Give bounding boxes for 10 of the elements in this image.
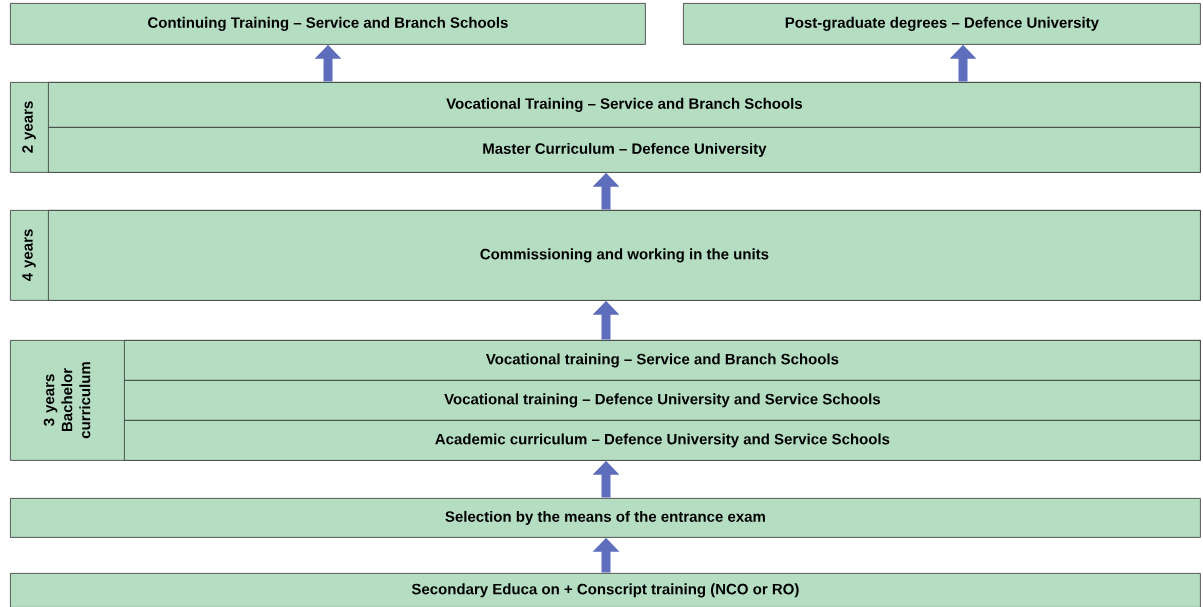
band-box: Selection by the means of the entrance exam — [10, 498, 1201, 538]
band-box: Vocational training – Service and Branch Schools — [124, 340, 1201, 381]
band-box: Commissioning and working in the units — [48, 210, 1201, 301]
band-box: Continuing Training – Service and Branch Schools — [10, 3, 646, 45]
band-box: Post-graduate degrees – Defence University — [683, 3, 1201, 45]
band-box: Academic curriculum – Defence University and Service Schools — [124, 420, 1201, 461]
band-box: Secondary Educa on + Conscript training (NCO or RO) — [10, 573, 1201, 607]
band-box: Vocational Training – Service and Branch Schools — [48, 82, 1201, 128]
band-box: Vocational training – Defence University and Service Schools — [124, 380, 1201, 421]
band-box: Master Curriculum – Defence University — [48, 127, 1201, 173]
